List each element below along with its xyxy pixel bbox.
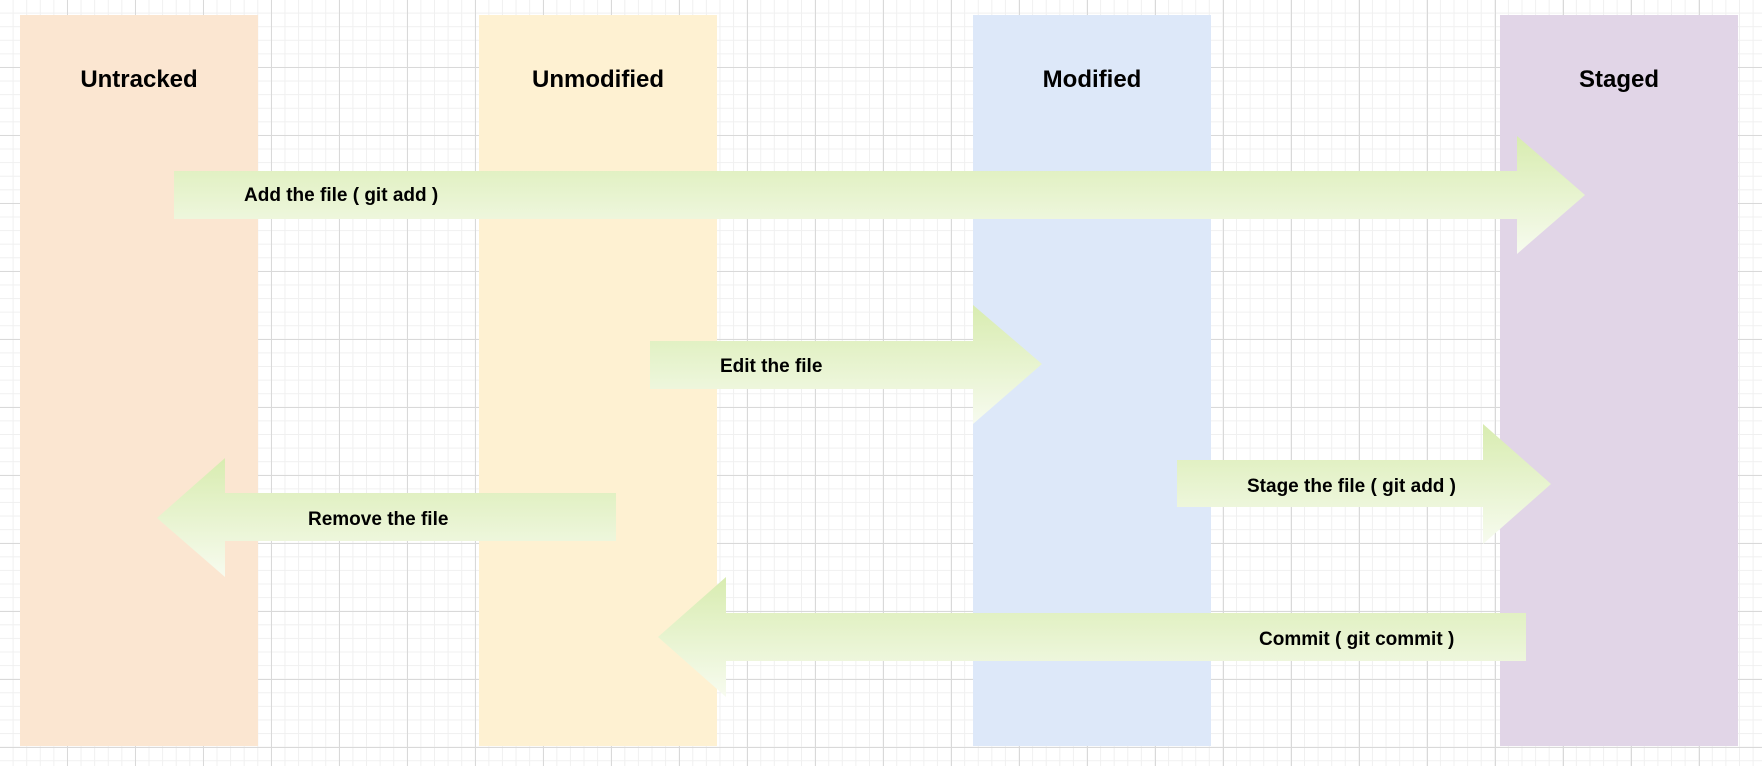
arrow-add-file-shape [174,136,1585,254]
arrow-commit: Commit ( git commit ) [658,577,1526,697]
arrow-stage-file-shape [1177,424,1551,544]
lane-untracked: Untracked [20,15,258,746]
lane-title-staged: Staged [1578,66,1659,93]
arrow-remove-file-label: Remove the file [308,509,448,530]
arrow-remove-file-shape [157,458,616,577]
arrow-add-file: Add the file ( git add ) [174,136,1585,254]
arrow-remove-file: Remove the file [157,458,616,577]
lane-staged: Staged [1500,15,1738,746]
lane-title-untracked: Untracked [80,66,198,93]
arrow-edit-file-label: Edit the file [720,356,822,377]
arrow-stage-file: Stage the file ( git add ) [1177,424,1551,544]
arrow-commit-label: Commit ( git commit ) [1259,629,1454,650]
arrow-commit-shape [658,577,1526,697]
arrow-edit-file-shape [650,305,1042,424]
arrow-add-file-label: Add the file ( git add ) [244,185,438,206]
arrow-edit-file: Edit the file [650,305,1042,424]
arrow-stage-file-label: Stage the file ( git add ) [1247,476,1456,497]
lane-title-unmodified: Unmodified [532,66,664,93]
lane-title-modified: Modified [1042,66,1142,93]
